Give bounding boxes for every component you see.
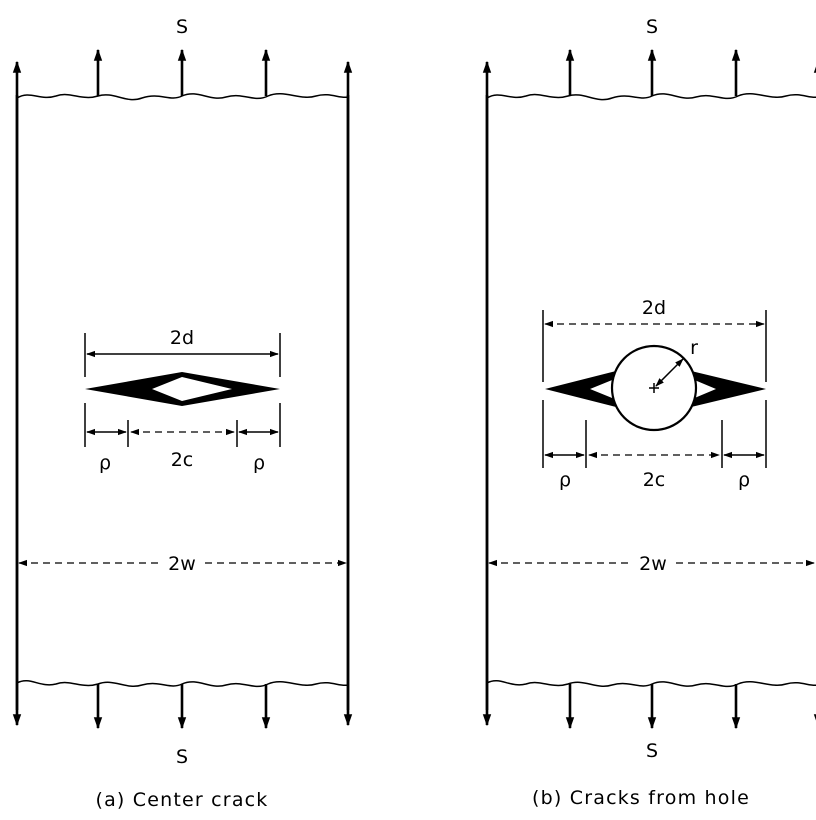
panel-a-2c-label: 2c	[171, 449, 194, 471]
panel-b-bottom-stress-label: S	[646, 740, 658, 762]
panel-a-2w-label: 2w	[168, 553, 196, 575]
panel-a-dimension-2w: 2w	[18, 553, 347, 575]
panel-b-right-crack	[685, 370, 766, 408]
panel-a-dimension-2d: 2d	[84, 327, 281, 377]
panel-b-plate-edges	[482, 60, 816, 727]
panel-b-dimension-2w: 2w	[488, 553, 815, 575]
panel-b-2w-label: 2w	[639, 553, 667, 575]
panel-b-radius-line	[655, 358, 684, 387]
panel-b-crack-hole: r	[545, 337, 766, 432]
panel-a-2d-label: 2d	[170, 327, 194, 349]
panel-b-rho-right-label: ρ	[738, 469, 750, 491]
panel-b-rho-left-label: ρ	[559, 469, 571, 491]
panel-b-2c-label: 2c	[643, 469, 666, 491]
panel-b-cracks-from-hole: S S r 2d ρ 2c ρ	[482, 16, 816, 809]
panel-b-hole-center-mark	[649, 383, 659, 393]
panel-a-plate-edges	[12, 60, 353, 727]
panel-a-caption: (a) Center crack	[95, 789, 268, 811]
panel-b-radius-label: r	[690, 337, 698, 359]
panel-b-left-crack	[545, 370, 622, 408]
panel-b-top-load-arrows	[565, 48, 741, 96]
panel-a-crack	[85, 372, 280, 406]
panel-a-bottom-stress-label: S	[176, 746, 188, 768]
panel-a-top-load-arrows	[93, 48, 271, 96]
panel-b-bottom-load-arrows	[565, 684, 741, 730]
panel-b-caption: (b) Cracks from hole	[532, 787, 750, 809]
panel-a-top-stress-label: S	[176, 16, 188, 38]
panel-a-bottom-load-arrows	[93, 684, 271, 730]
panel-b-dimension-rho-2c: ρ 2c ρ	[542, 400, 767, 491]
panel-a-rho-right-label: ρ	[253, 452, 265, 474]
panel-a-rho-left-label: ρ	[99, 452, 111, 474]
panel-a-dimension-rho-2c: ρ 2c ρ	[84, 403, 281, 474]
panel-a-center-crack: S S 2d ρ 2c ρ 2w	[12, 16, 353, 811]
panel-b-top-stress-label: S	[646, 16, 658, 38]
panel-b-2d-label: 2d	[642, 297, 666, 319]
panel-b-dimension-2d: 2d	[542, 297, 767, 382]
